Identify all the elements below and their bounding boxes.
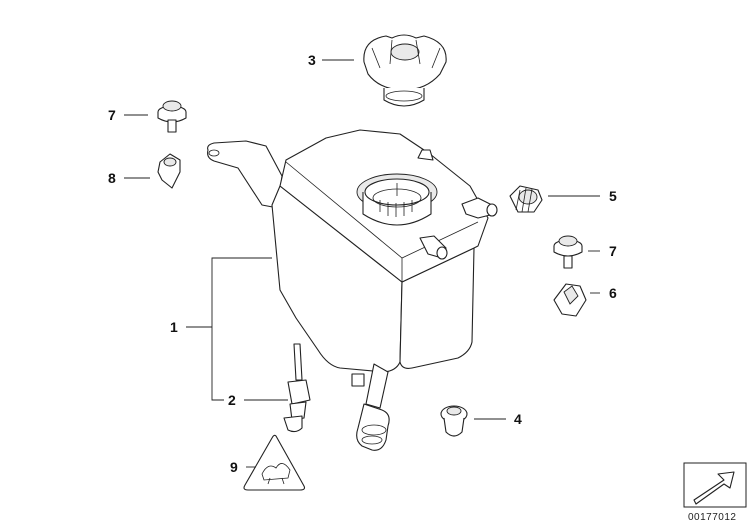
callout-2: 2 xyxy=(228,392,236,408)
callout-4: 4 xyxy=(514,411,522,427)
screw-left xyxy=(157,100,187,133)
screw-right xyxy=(553,235,583,269)
clip-right xyxy=(553,283,587,317)
callout-6: 6 xyxy=(609,285,617,301)
callout-5: 5 xyxy=(609,188,617,204)
leader-lines xyxy=(124,59,600,468)
clip-left xyxy=(157,153,181,189)
view-arrow-icon xyxy=(683,462,747,508)
callout-9: 9 xyxy=(230,459,238,475)
diagram-code: 00177012 xyxy=(688,512,737,523)
callout-7-right: 7 xyxy=(609,243,617,259)
level-sensor xyxy=(283,343,311,433)
expansion-tank xyxy=(207,129,498,451)
callout-7-left: 7 xyxy=(108,107,116,123)
callout-8: 8 xyxy=(108,170,116,186)
callout-3: 3 xyxy=(308,52,316,68)
grommet xyxy=(440,405,468,437)
callout-1: 1 xyxy=(170,319,178,335)
warning-label xyxy=(243,434,306,491)
hose-elbow-part xyxy=(509,185,543,213)
filler-cap xyxy=(363,34,447,107)
